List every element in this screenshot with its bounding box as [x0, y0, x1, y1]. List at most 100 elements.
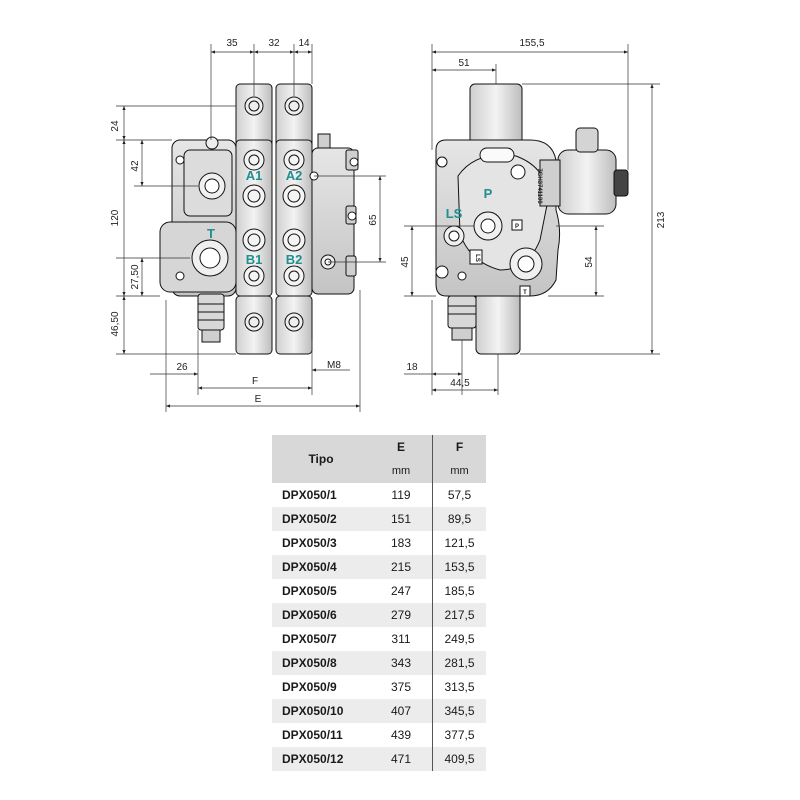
- port-label-a1: A1: [246, 168, 263, 183]
- svg-text:54: 54: [584, 256, 595, 268]
- cell-tipo: DPX050/7: [282, 632, 337, 646]
- cell-tipo: DPX050/12: [272, 747, 370, 771]
- svg-text:18: 18: [406, 362, 418, 373]
- table-header-row: Tipo E F: [272, 435, 486, 483]
- p-mark: P: [515, 224, 519, 230]
- svg-text:120: 120: [110, 209, 121, 226]
- svg-text:35: 35: [226, 38, 238, 49]
- side-view-dimensions: [404, 44, 660, 395]
- side-spool-cap-bottom: [475, 291, 521, 355]
- cell-f: 217,5: [432, 603, 486, 627]
- cell-e: 215: [370, 555, 433, 579]
- cell-f: 377,5: [432, 723, 486, 747]
- product-code-mark: 7GH3741100: [536, 168, 542, 204]
- table-row: DPX050/3 183 121,5: [272, 531, 486, 555]
- port-label-b2: B2: [286, 252, 303, 267]
- cell-tipo: DPX050/3: [282, 536, 337, 550]
- cell-e: 119: [391, 488, 411, 502]
- cell-f: 153,5: [432, 555, 486, 579]
- cell-tipo: DPX050/10: [272, 699, 370, 723]
- cell-f: 249,5: [432, 627, 486, 651]
- section-1-body: [235, 139, 273, 297]
- svg-text:45: 45: [400, 256, 411, 268]
- side-view-dimension-labels: 155,5 51 213 45 54 18 44,5: [400, 38, 667, 389]
- cell-f: 345,5: [432, 699, 486, 723]
- solenoid-coil: [557, 149, 617, 215]
- port-label-t: T: [207, 226, 215, 241]
- cell-e: 407: [370, 699, 433, 723]
- side-labels: P LS 7GH3741100 P LS T: [446, 168, 542, 296]
- side-view: [435, 83, 629, 355]
- table-units-row: mm mm: [272, 459, 486, 483]
- svg-text:155,5: 155,5: [519, 38, 544, 49]
- cell-tipo: DPX050/1: [282, 488, 337, 502]
- cell-tipo: DPX050/5: [282, 584, 337, 598]
- cell-f: 313,5: [432, 675, 486, 699]
- cell-tipo: DPX050/6: [272, 603, 370, 627]
- svg-text:M8: M8: [327, 360, 341, 371]
- cell-e: 375: [390, 680, 412, 694]
- cell-f: 185,5: [432, 579, 486, 603]
- cell-tipo: DPX050/11: [282, 728, 343, 742]
- table-row: DPX050/5 247 185,5: [272, 579, 486, 603]
- work-port-holes: [242, 149, 306, 287]
- port-label-a2: A2: [286, 168, 303, 183]
- table-row: DPX050/7 311 249,5: [272, 627, 486, 651]
- port-label-p: P: [484, 186, 493, 201]
- table-row: DPX050/11 439 377,5: [272, 723, 486, 747]
- svg-text:65: 65: [368, 214, 379, 226]
- header-tipo: Tipo: [272, 435, 370, 483]
- t-mark: T: [523, 290, 527, 296]
- cell-f: 57,5: [432, 483, 486, 507]
- cell-e: 183: [390, 536, 412, 550]
- svg-text:44,5: 44,5: [450, 378, 470, 389]
- svg-text:27,50: 27,50: [130, 264, 141, 289]
- svg-text:E: E: [255, 394, 262, 405]
- svg-text:14: 14: [298, 38, 310, 49]
- front-port-labels: A1 A2 T B1 B2: [207, 168, 302, 267]
- port-label-ls: LS: [446, 206, 463, 221]
- cell-tipo: DPX050/8: [272, 651, 370, 675]
- cell-e: 439: [390, 728, 412, 742]
- svg-text:32: 32: [268, 38, 280, 49]
- technical-drawing: A1 A2 T B1 B2: [110, 38, 667, 412]
- header-f: F: [432, 435, 486, 459]
- unit-e: mm: [370, 459, 433, 483]
- cell-e: 311: [391, 632, 411, 646]
- cell-f: 281,5: [432, 651, 486, 675]
- cell-e: 471: [370, 747, 433, 771]
- svg-text:26: 26: [176, 362, 188, 373]
- cell-e: 279: [370, 603, 433, 627]
- cell-f: 409,5: [432, 747, 486, 771]
- header-e: E: [370, 435, 433, 459]
- unit-f: mm: [432, 459, 486, 483]
- front-view-dimension-labels: 35 32 14 24 42 120 27,50 46,50 65 26 M8 …: [110, 38, 379, 405]
- cell-tipo: DPX050/9: [282, 680, 337, 694]
- svg-text:24: 24: [110, 120, 121, 132]
- cell-e: 343: [370, 651, 433, 675]
- svg-text:51: 51: [458, 58, 470, 69]
- ls-mark: LS: [474, 254, 480, 262]
- cell-f: 121,5: [432, 531, 486, 555]
- svg-text:42: 42: [130, 160, 141, 172]
- front-view: [159, 83, 359, 355]
- svg-text:213: 213: [656, 211, 667, 228]
- table-row: DPX050/1 119 57,5: [272, 483, 486, 507]
- cell-f: 89,5: [432, 507, 486, 531]
- cell-tipo: DPX050/4: [272, 555, 370, 579]
- port-label-b1: B1: [246, 252, 263, 267]
- cell-e: 151: [370, 507, 433, 531]
- side-bottom-fitting: [447, 295, 477, 329]
- svg-text:46,50: 46,50: [110, 311, 121, 336]
- table-row: DPX050/9 375 313,5: [272, 675, 486, 699]
- side-spool-cap-top: [469, 83, 523, 145]
- cell-e: 247: [390, 584, 412, 598]
